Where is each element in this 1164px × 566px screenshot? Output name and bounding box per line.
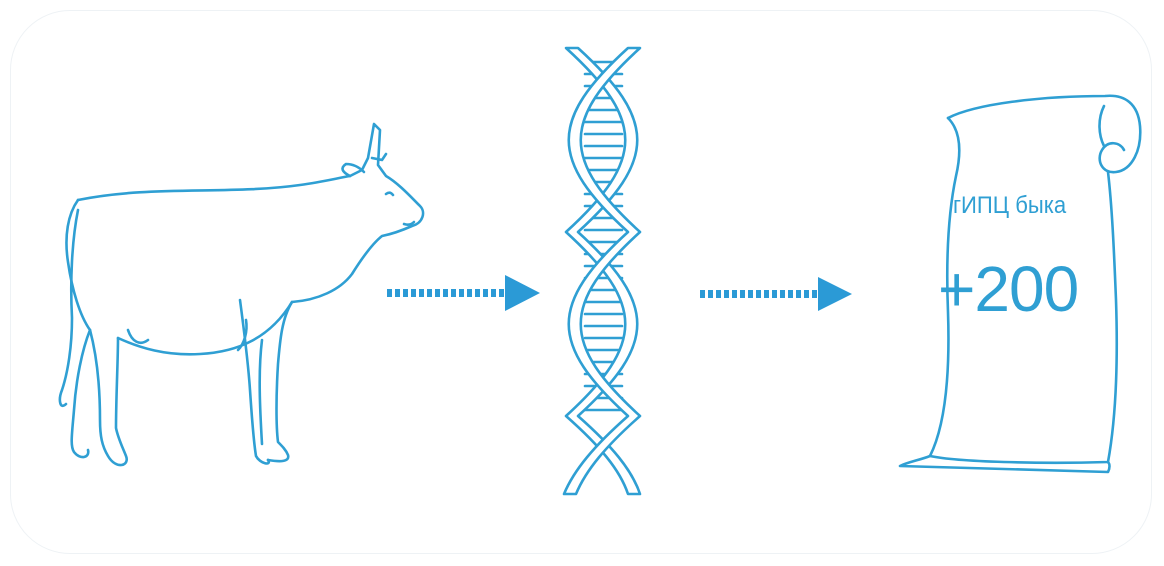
scroll-label: гИПЦ быка xyxy=(936,192,1083,220)
arrow-dot xyxy=(700,290,705,298)
arrow-dot xyxy=(772,290,777,298)
arrow-dot xyxy=(427,289,432,297)
arrow-dot xyxy=(459,289,464,297)
arrow-dot xyxy=(788,290,793,298)
arrow-dot xyxy=(491,289,496,297)
arrow-dot xyxy=(483,289,488,297)
arrow-dot xyxy=(740,290,745,298)
arrow-dot xyxy=(724,290,729,298)
arrow-dot xyxy=(475,289,480,297)
dotted-arrow-icon xyxy=(700,277,852,311)
arrow-dot xyxy=(451,289,456,297)
arrow-dot xyxy=(804,290,809,298)
dotted-arrow-icon xyxy=(387,275,540,311)
arrow-dot xyxy=(435,289,440,297)
arrow-dot xyxy=(499,289,504,297)
arrow-dot xyxy=(796,290,801,298)
arrow-dot xyxy=(732,290,737,298)
dna-helix-icon xyxy=(564,48,640,494)
cow-icon xyxy=(60,124,423,465)
arrow-dot xyxy=(467,289,472,297)
arrow-dot xyxy=(395,289,400,297)
arrow-dot xyxy=(443,289,448,297)
arrow-dot xyxy=(419,289,424,297)
scroll-value: +200 xyxy=(938,252,1098,326)
arrow-dot xyxy=(716,290,721,298)
arrow-dot xyxy=(411,289,416,297)
arrow-dot xyxy=(756,290,761,298)
arrow-dot xyxy=(748,290,753,298)
arrow-dot xyxy=(780,290,785,298)
arrow-dot xyxy=(812,290,817,298)
arrow-dot xyxy=(708,290,713,298)
arrow-dot xyxy=(764,290,769,298)
arrow-dot xyxy=(403,289,408,297)
arrow-dot xyxy=(387,289,392,297)
